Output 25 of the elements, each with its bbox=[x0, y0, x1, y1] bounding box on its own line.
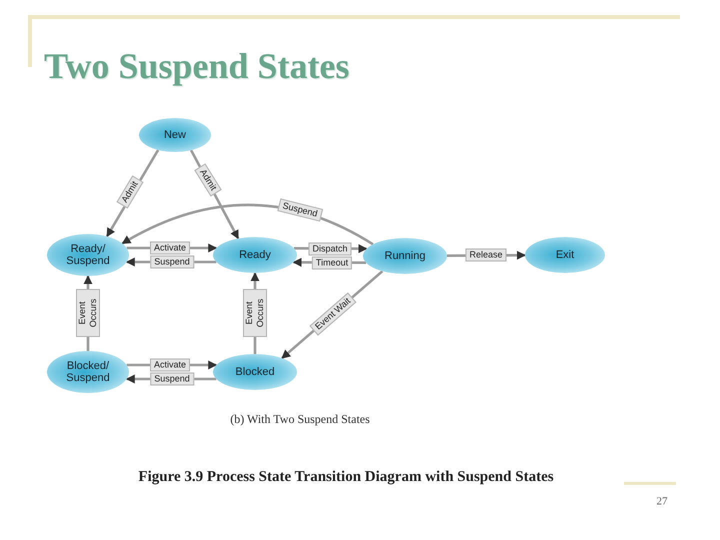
page-number: 27 bbox=[656, 495, 668, 509]
edge-label: Suspend bbox=[150, 372, 194, 386]
edge-label: Suspend bbox=[277, 198, 323, 222]
edge-label: Event Occurs bbox=[76, 289, 100, 337]
state-label: Running bbox=[384, 250, 426, 262]
state-label: Exit bbox=[556, 249, 574, 261]
edge-label: Activate bbox=[150, 242, 190, 254]
state-label: Blocked bbox=[235, 366, 275, 378]
edge-label: Timeout bbox=[312, 256, 352, 270]
edge-label: Event Occurs bbox=[243, 289, 267, 337]
state-ellipse bbox=[213, 237, 297, 273]
state-label: Ready/ Suspend bbox=[65, 243, 111, 267]
state-ellipse bbox=[213, 354, 297, 390]
edge-label: Release bbox=[465, 248, 507, 262]
state-ellipse bbox=[47, 234, 129, 276]
state-label: Blocked/ Suspend bbox=[65, 360, 111, 384]
figure-caption: Figure 3.9 Process State Transition Diagram with Suspend States bbox=[137, 468, 555, 486]
edge-label: Dispatch bbox=[308, 242, 352, 256]
state-label: Ready bbox=[239, 249, 271, 261]
state-ellipse bbox=[363, 238, 447, 274]
edge-label: Activate bbox=[150, 358, 190, 372]
state-label: New bbox=[164, 129, 186, 141]
subfigure-caption: (b) With Two Suspend States bbox=[230, 412, 370, 426]
slide-title: Two Suspend States bbox=[44, 46, 350, 86]
edge-label: Suspend bbox=[150, 256, 194, 268]
